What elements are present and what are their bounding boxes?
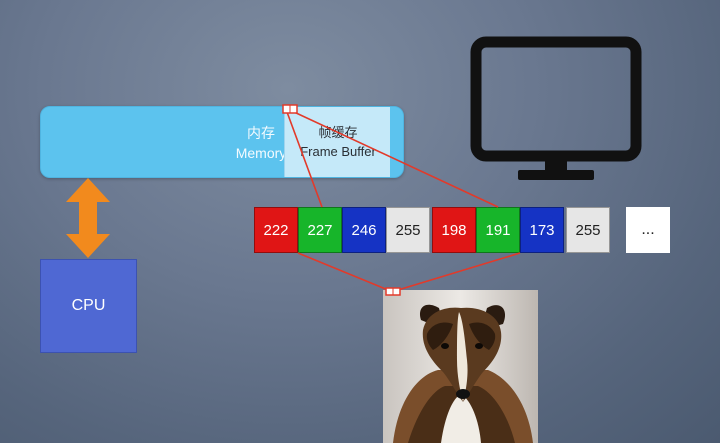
pixel-cell: 173 xyxy=(520,207,564,253)
ellipsis-label: ... xyxy=(641,221,655,238)
cpu-label: CPU xyxy=(71,297,106,314)
pixel-value: 227 xyxy=(307,221,333,239)
pixel-cell: 222 xyxy=(254,207,298,253)
pixel-cell: 191 xyxy=(476,207,520,253)
pixel-value: 222 xyxy=(263,221,289,239)
frame-buffer-label: 帧缓存 Frame Buffer xyxy=(285,123,391,161)
pixel-cell: 227 xyxy=(298,207,342,253)
pixel-value: 255 xyxy=(575,221,601,239)
collie-image xyxy=(383,290,538,443)
pixel-value: 246 xyxy=(351,221,377,239)
dog-photo xyxy=(383,290,538,443)
cpu-box: CPU xyxy=(40,259,137,353)
pixel-cell: 246 xyxy=(342,207,386,253)
memory-label-cn: 内存 xyxy=(247,125,275,141)
frame-buffer-region: 帧缓存 Frame Buffer xyxy=(284,107,391,177)
memory-bar-tail xyxy=(390,107,403,177)
pixel-value: 198 xyxy=(441,221,467,239)
pixel-value: 255 xyxy=(395,221,421,239)
ellipsis-box: ... xyxy=(626,207,670,253)
pixel-value: 191 xyxy=(485,221,511,239)
memory-bar: 内存 Memory 帧缓存 Frame Buffer xyxy=(40,106,404,178)
frame-buffer-label-en: Frame Buffer xyxy=(300,144,376,159)
pixel-value: 173 xyxy=(529,221,555,239)
bidirectional-arrow-icon xyxy=(66,178,110,258)
frame-buffer-label-cn: 帧缓存 xyxy=(318,125,358,140)
memory-label: 内存 Memory xyxy=(191,123,331,163)
pixel-cell: 255 xyxy=(386,207,430,253)
pixel-cell: 198 xyxy=(432,207,476,253)
memory-label-en: Memory xyxy=(235,145,287,161)
monitor-icon xyxy=(470,36,642,180)
pixel-cell: 255 xyxy=(566,207,610,253)
